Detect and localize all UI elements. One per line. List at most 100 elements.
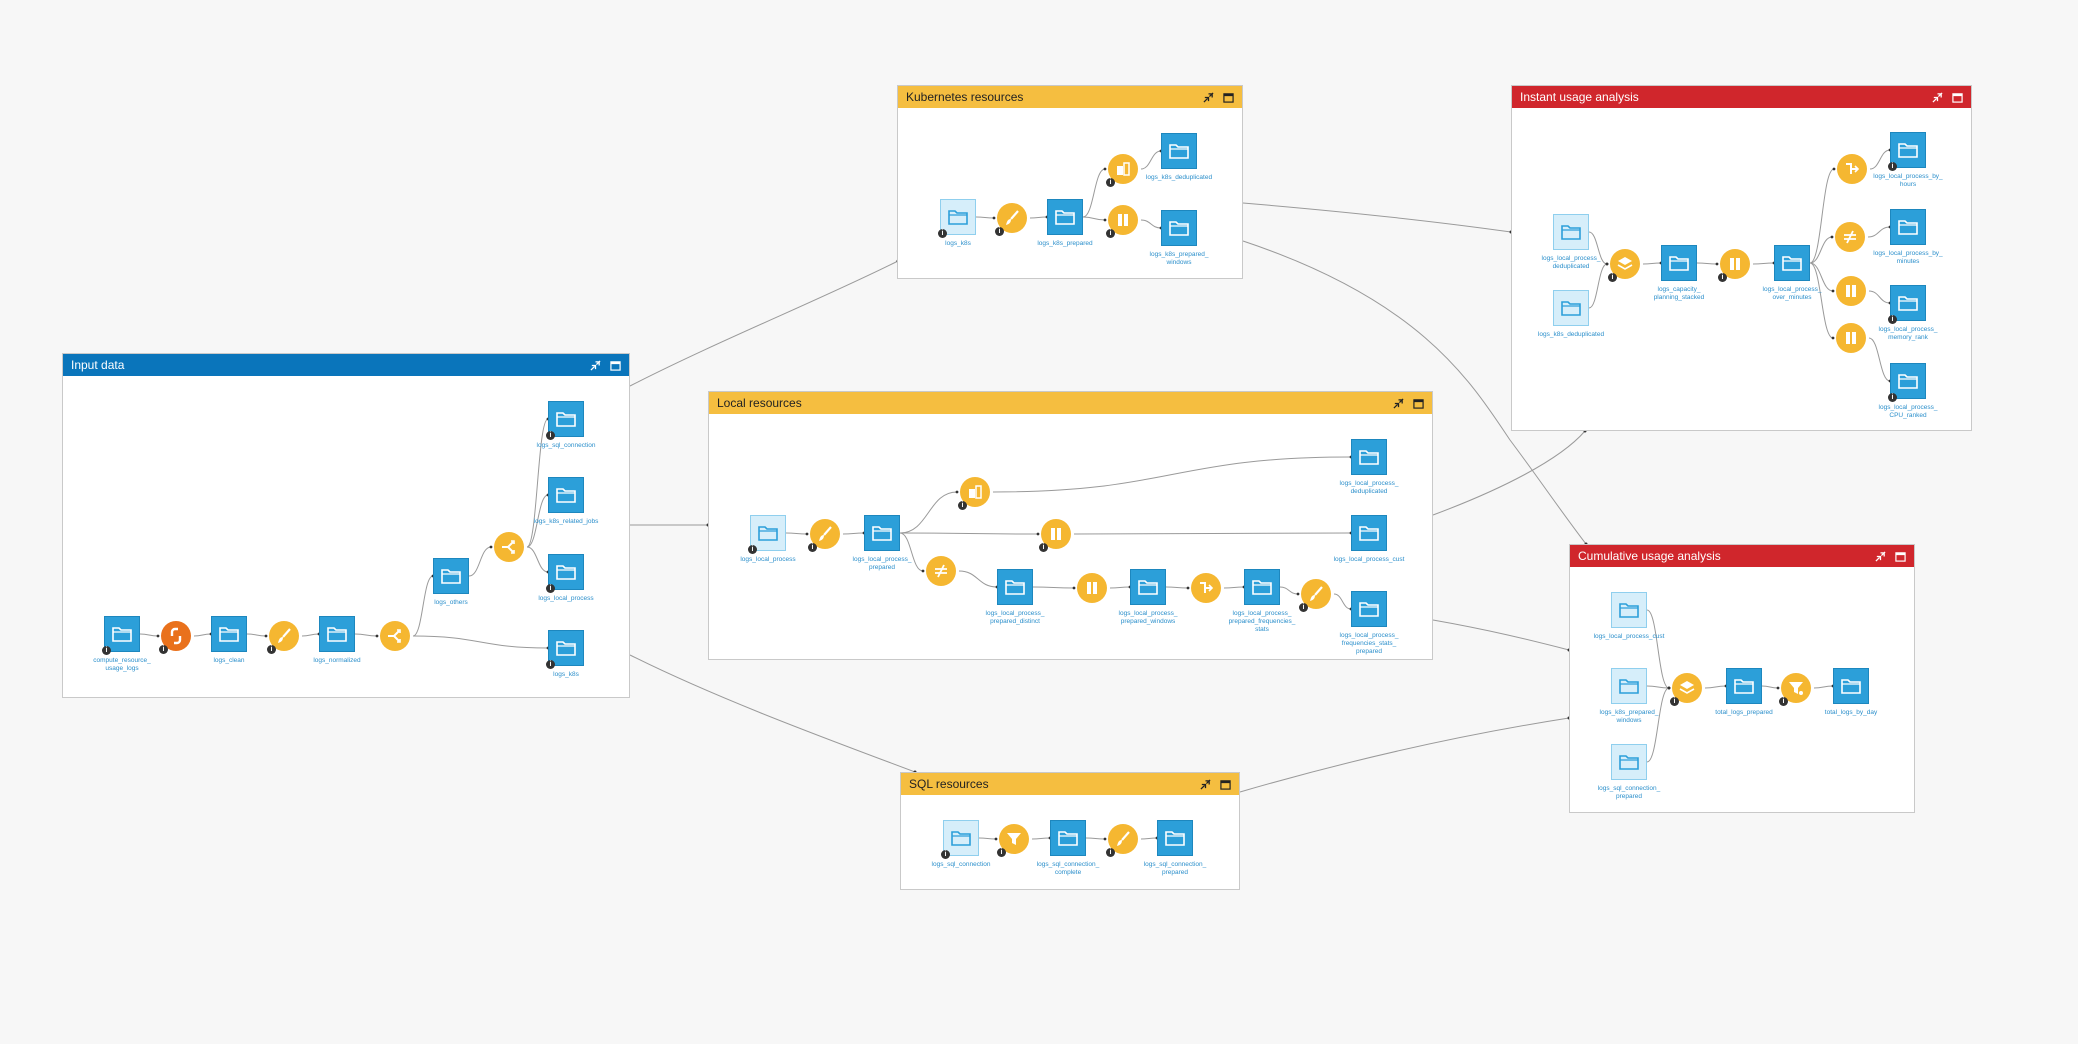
dataset-tile[interactable] [1890,132,1926,168]
dataset-node[interactable]: logs_normalized [313,616,361,664]
dataset-node[interactable]: i logs_local_process_ memory_rank [1879,285,1937,341]
dataset-label[interactable]: total_logs_prepared [1715,709,1773,716]
dataset-tile[interactable] [1553,214,1589,250]
dataset-label[interactable]: logs_sql_connection [536,442,596,449]
dataset-node[interactable]: logs_others [433,558,469,606]
recipe-node[interactable] [1835,222,1865,252]
dataset-tile[interactable] [1244,569,1280,605]
dataset-tile[interactable] [1161,210,1197,246]
dataset-label[interactable]: logs_local_process_ deduplicated [1541,255,1601,270]
recipe-node[interactable] [494,532,524,562]
dataset-node[interactable]: logs_local_process_ prepared_frequencies… [1229,569,1295,633]
info-badge-icon[interactable]: i [748,545,757,554]
dataset-tile[interactable] [1351,515,1387,551]
info-badge-icon[interactable]: i [546,660,555,669]
zone-header[interactable]: Cumulative usage analysis [1570,545,1914,567]
recipe-circle[interactable] [810,519,840,549]
info-badge-icon[interactable]: i [546,584,555,593]
recipe-circle[interactable] [1781,673,1811,703]
dataset-node[interactable]: logs_k8s_prepared_ windows [1600,668,1658,724]
dataset-tile[interactable] [1774,245,1810,281]
info-badge-icon[interactable]: i [1888,315,1897,324]
dataset-node[interactable]: logs_k8s_deduplicated [1146,133,1212,181]
dataset-tile[interactable] [319,616,355,652]
dataset-tile[interactable] [1050,820,1086,856]
dataset-label[interactable]: logs_local_process_ prepared_distinct [985,610,1045,625]
dataset-label[interactable]: logs_k8s [945,240,971,247]
recipe-node[interactable] [1837,154,1867,184]
recipe-node[interactable] [1191,573,1221,603]
dataset-node[interactable]: logs_sql_connection_ complete [1037,820,1099,876]
dataset-node[interactable]: logs_k8s_related_jobs [534,477,598,525]
dataset-node[interactable]: logs_local_process_by_ minutes [1873,209,1943,265]
dataset-label[interactable]: logs_local_process_ CPU_ranked [1878,404,1938,419]
dataset-label[interactable]: logs_local_process_ deduplicated [1339,480,1399,495]
dataset-label[interactable]: logs_local_process_ memory_rank [1878,326,1938,341]
dataset-node[interactable]: logs_sql_connection_ prepared [1144,820,1206,876]
dataset-label[interactable]: logs_others [434,599,468,606]
dataset-node[interactable]: i logs_local_process [538,554,594,602]
dataset-label[interactable]: logs_k8s_prepared [1037,240,1093,247]
dataset-node[interactable]: logs_k8s_prepared [1037,199,1093,247]
dataset-tile[interactable] [864,515,900,551]
recipe-circle[interactable] [494,532,524,562]
info-badge-icon[interactable]: i [267,645,276,654]
info-badge-icon[interactable]: i [808,543,817,552]
info-badge-icon[interactable]: i [1106,178,1115,187]
recipe-node[interactable]: i [159,621,191,654]
dataset-label[interactable]: logs_clean [213,657,245,664]
maximize-icon[interactable] [1222,91,1234,103]
info-badge-icon[interactable]: i [1608,273,1617,282]
info-badge-icon[interactable]: i [1670,697,1679,706]
dataset-tile[interactable] [104,616,140,652]
dataset-tile[interactable] [1611,744,1647,780]
recipe-node[interactable] [926,556,956,586]
recipe-node[interactable]: i [1779,673,1811,706]
dataset-label[interactable]: logs_local_process [740,556,796,563]
dataset-node[interactable]: logs_k8s_prepared_ windows [1150,210,1208,266]
info-badge-icon[interactable]: i [1888,162,1897,171]
info-badge-icon[interactable]: i [1779,697,1788,706]
dataset-node[interactable]: logs_local_process_ over_minutes [1763,245,1821,301]
dataset-tile[interactable] [1611,668,1647,704]
recipe-circle[interactable] [380,621,410,651]
recipe-node[interactable]: i [1106,154,1138,187]
recipe-node[interactable]: i [997,824,1029,857]
dataset-label[interactable]: logs_local_process_ prepared [852,556,912,571]
dataset-tile[interactable] [548,630,584,666]
dataset-node[interactable]: logs_local_process_ prepared [853,515,911,571]
dataset-tile[interactable] [1161,133,1197,169]
recipe-node[interactable]: i [1670,673,1702,706]
recipe-node[interactable]: i [1608,249,1640,282]
recipe-node[interactable] [1077,573,1107,603]
dataset-tile[interactable] [1661,245,1697,281]
dataset-node[interactable]: logs_k8s_deduplicated [1538,290,1604,338]
info-badge-icon[interactable]: i [941,850,950,859]
recipe-node[interactable]: i [1039,519,1071,552]
dataset-label[interactable]: logs_k8s_prepared_ windows [1149,251,1209,266]
recipe-node[interactable]: i [958,477,990,510]
dataset-label[interactable]: logs_local_process [538,595,594,602]
info-badge-icon[interactable]: i [1106,229,1115,238]
maximize-icon[interactable] [1894,550,1906,562]
info-badge-icon[interactable]: i [1106,848,1115,857]
dataset-node[interactable]: logs_clean [211,616,247,664]
dataset-node[interactable]: logs_local_process_ deduplicated [1340,439,1398,495]
collapse-icon[interactable] [1931,91,1943,103]
dataset-tile[interactable] [433,558,469,594]
dataset-node[interactable]: logs_local_process_ frequencies_stats_ p… [1340,591,1398,655]
dataset-tile[interactable] [548,477,584,513]
dataset-tile[interactable] [548,554,584,590]
dataset-tile[interactable] [940,199,976,235]
dataset-node[interactable]: i logs_local_process [740,515,796,563]
dataset-tile[interactable] [1726,668,1762,704]
dataset-node[interactable]: logs_capacity_ planning_stacked [1654,245,1704,301]
collapse-icon[interactable] [1202,91,1214,103]
collapse-icon[interactable] [1199,778,1211,790]
